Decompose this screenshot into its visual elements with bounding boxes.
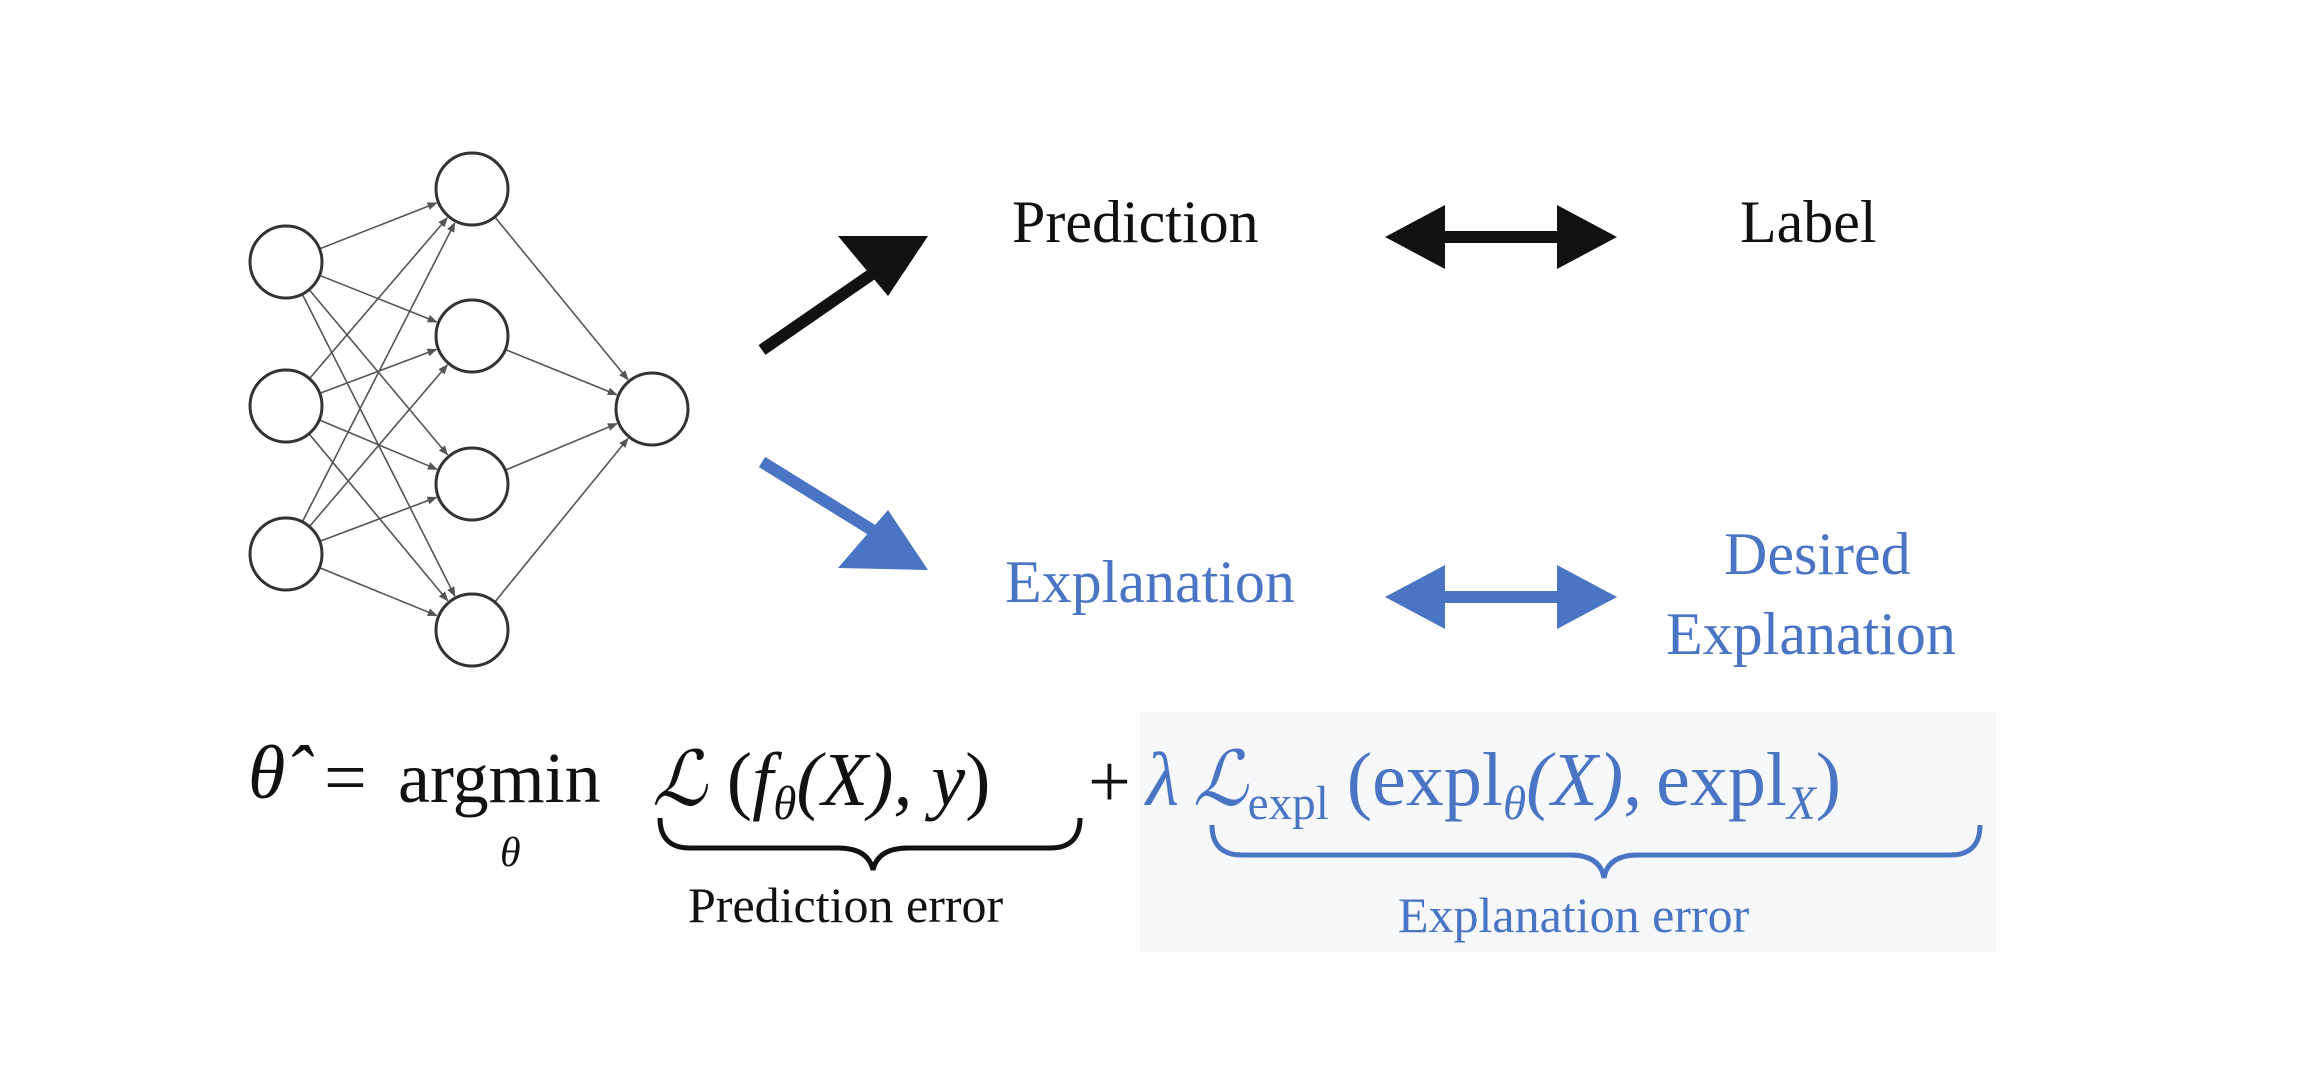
formula-expl1: expl <box>1372 738 1503 822</box>
formula-X1: (X) <box>796 738 894 822</box>
network-edge <box>319 566 438 617</box>
formula-f-subscript: θ <box>773 778 797 831</box>
network-node <box>434 298 510 374</box>
network-node <box>434 592 510 668</box>
desired-explanation-line1: Desired <box>1724 521 1911 587</box>
network-edges <box>301 202 629 617</box>
desired-explanation-line2: Explanation <box>1666 601 1956 667</box>
network-edge <box>308 433 449 602</box>
network-node <box>434 446 510 522</box>
prediction-label-double-arrow <box>1385 205 1617 269</box>
prediction-arrow <box>758 236 928 355</box>
formula-comma: , <box>1623 738 1643 822</box>
network-edge <box>308 217 448 380</box>
formula-loss-expl-subscript: expl <box>1247 778 1329 831</box>
prediction-error-brace <box>657 817 1083 871</box>
formula-X2: (X) <box>1526 738 1624 822</box>
network-edge <box>505 348 618 396</box>
formula-close-paren: ) <box>965 738 991 822</box>
formula-plus: + <box>1088 740 1131 824</box>
formula-open-paren-2: ( <box>1346 738 1373 822</box>
formula-argmin: argmin <box>398 738 601 818</box>
network-node <box>614 371 690 447</box>
label-label: Label <box>1740 189 1877 255</box>
network-edge <box>308 364 448 528</box>
formula-equals: = <box>324 736 367 820</box>
network-edge <box>319 202 438 250</box>
network-edge <box>504 422 618 471</box>
network-node <box>248 516 324 592</box>
explanation-arrow <box>758 456 928 570</box>
prediction-label: Prediction <box>1012 189 1259 255</box>
explanation-error-brace <box>1209 824 1983 879</box>
formula-prediction-term: ℒ(fθ(X), y) <box>652 742 990 828</box>
network-edge <box>494 216 629 381</box>
formula-loss-expl-symbol: ℒ <box>1192 738 1248 822</box>
formula-expl2-subscript: X <box>1787 778 1816 831</box>
explanation-error-caption: Explanation error <box>1398 887 1750 943</box>
formula-lambda: λ <box>1146 738 1179 822</box>
network-edge <box>494 437 629 603</box>
explanation-label: Explanation <box>1005 549 1295 615</box>
prediction-error-caption: Prediction error <box>688 877 1004 933</box>
network-edge <box>319 348 438 395</box>
explanation-desired-double-arrow <box>1385 565 1617 629</box>
formula-argmin-subscript: θ <box>500 830 521 876</box>
network-node <box>248 368 324 444</box>
network-node <box>248 224 324 300</box>
formula-theta-hat: θ̂ <box>248 731 286 815</box>
network-edge <box>301 221 456 523</box>
formula-f: f <box>752 738 774 822</box>
formula-expl1-subscript: θ <box>1502 778 1527 831</box>
network-edge <box>318 419 438 471</box>
explanation-term-background <box>1140 712 1996 952</box>
formula-expl2: expl <box>1656 738 1788 822</box>
formula-close-paren-2: ) <box>1815 738 1842 822</box>
formula-comma-y: , y <box>893 738 966 822</box>
formula-loss-symbol: ℒ <box>652 738 707 822</box>
formula-open-paren: ( <box>726 738 753 822</box>
network-node <box>434 151 510 227</box>
network-nodes <box>248 151 690 668</box>
network-edge <box>319 496 438 543</box>
